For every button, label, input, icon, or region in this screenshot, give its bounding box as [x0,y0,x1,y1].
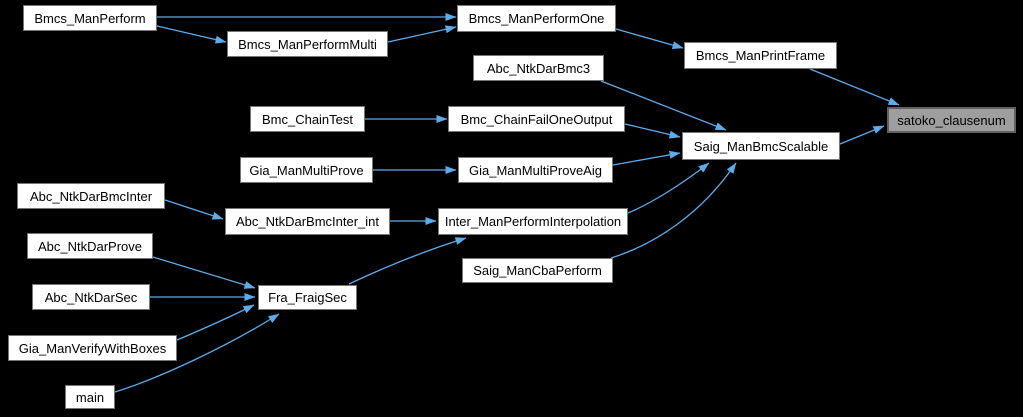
graph-node-Abc_NtkDarBmc3[interactable]: Abc_NtkDarBmc3 [473,55,604,81]
edge-Bmc_ChainFailOneOutput-to-Saig_ManBmcScalable [624,123,681,139]
edge-Saig_ManBmcScalable-to-satoko_clausenum [839,125,885,145]
edge-Gia_ManVerifyWithBoxes-to-Fra_FraigSec [176,304,255,341]
graph-node-Abc_NtkDarBmcInter[interactable]: Abc_NtkDarBmcInter [17,183,165,209]
graph-node-Saig_ManCbaPerform[interactable]: Saig_ManCbaPerform [462,258,613,283]
edge-Bmcs_ManPerformMulti-to-Bmcs_ManPerformOne [387,25,457,43]
graph-node-Bmcs_ManPerform[interactable]: Bmcs_ManPerform [23,5,157,31]
edge-Abc_NtkDarBmcInter-to-Abc_NtkDarBmcInter_int [164,199,224,220]
edge-Bmcs_ManPerformOne-to-Bmcs_ManPrintFrame [615,28,684,49]
edge-Fra_FraigSec-to-Inter_ManPerformInterpolation [348,237,467,285]
graph-node-Bmcs_ManPerformOne[interactable]: Bmcs_ManPerformOne [457,5,616,32]
graph-node-satoko_clausenum: satoko_clausenum [887,107,1016,133]
graph-node-Gia_ManMultiProve[interactable]: Gia_ManMultiProve [240,157,373,183]
graph-node-Gia_ManVerifyWithBoxes[interactable]: Gia_ManVerifyWithBoxes [8,335,177,361]
edge-Gia_ManMultiProveAig-to-Saig_ManBmcScalable [612,150,681,166]
graph-node-Bmc_ChainFailOneOutput[interactable]: Bmc_ChainFailOneOutput [448,106,625,132]
graph-node-Inter_ManPerformInterpolation[interactable]: Inter_ManPerformInterpolation [438,208,628,235]
edge-Inter_ManPerformInterpolation-to-Saig_ManBmcScalable [627,162,710,214]
graph-node-Fra_FraigSec[interactable]: Fra_FraigSec [258,285,357,310]
edge-Bmcs_ManPerform-to-Bmcs_ManPerformMulti [156,25,227,44]
graph-node-Abc_NtkDarSec[interactable]: Abc_NtkDarSec [32,284,150,310]
edge-Bmcs_ManPrintFrame-to-satoko_clausenum [809,68,900,106]
graph-node-Gia_ManMultiProveAig[interactable]: Gia_ManMultiProveAig [458,157,613,183]
graph-node-Bmcs_ManPrintFrame[interactable]: Bmcs_ManPrintFrame [684,42,837,69]
edge-main-to-Fra_FraigSec [114,313,280,393]
edge-Saig_ManCbaPerform-to-Saig_ManBmcScalable [610,162,737,259]
edge-Abc_NtkDarProve-to-Fra_FraigSec [152,256,256,289]
graph-node-Saig_ManBmcScalable[interactable]: Saig_ManBmcScalable [682,132,840,160]
graph-node-Abc_NtkDarProve[interactable]: Abc_NtkDarProve [27,233,153,259]
graph-node-Bmcs_ManPerformMulti[interactable]: Bmcs_ManPerformMulti [227,31,388,57]
edge-Abc_NtkDarBmc3-to-Saig_ManBmcScalable [600,80,727,131]
graph-node-Abc_NtkDarBmcInter_int[interactable]: Abc_NtkDarBmcInter_int [225,208,390,235]
graph-node-Bmc_ChainTest[interactable]: Bmc_ChainTest [250,106,365,132]
graph-node-main[interactable]: main [65,385,115,409]
